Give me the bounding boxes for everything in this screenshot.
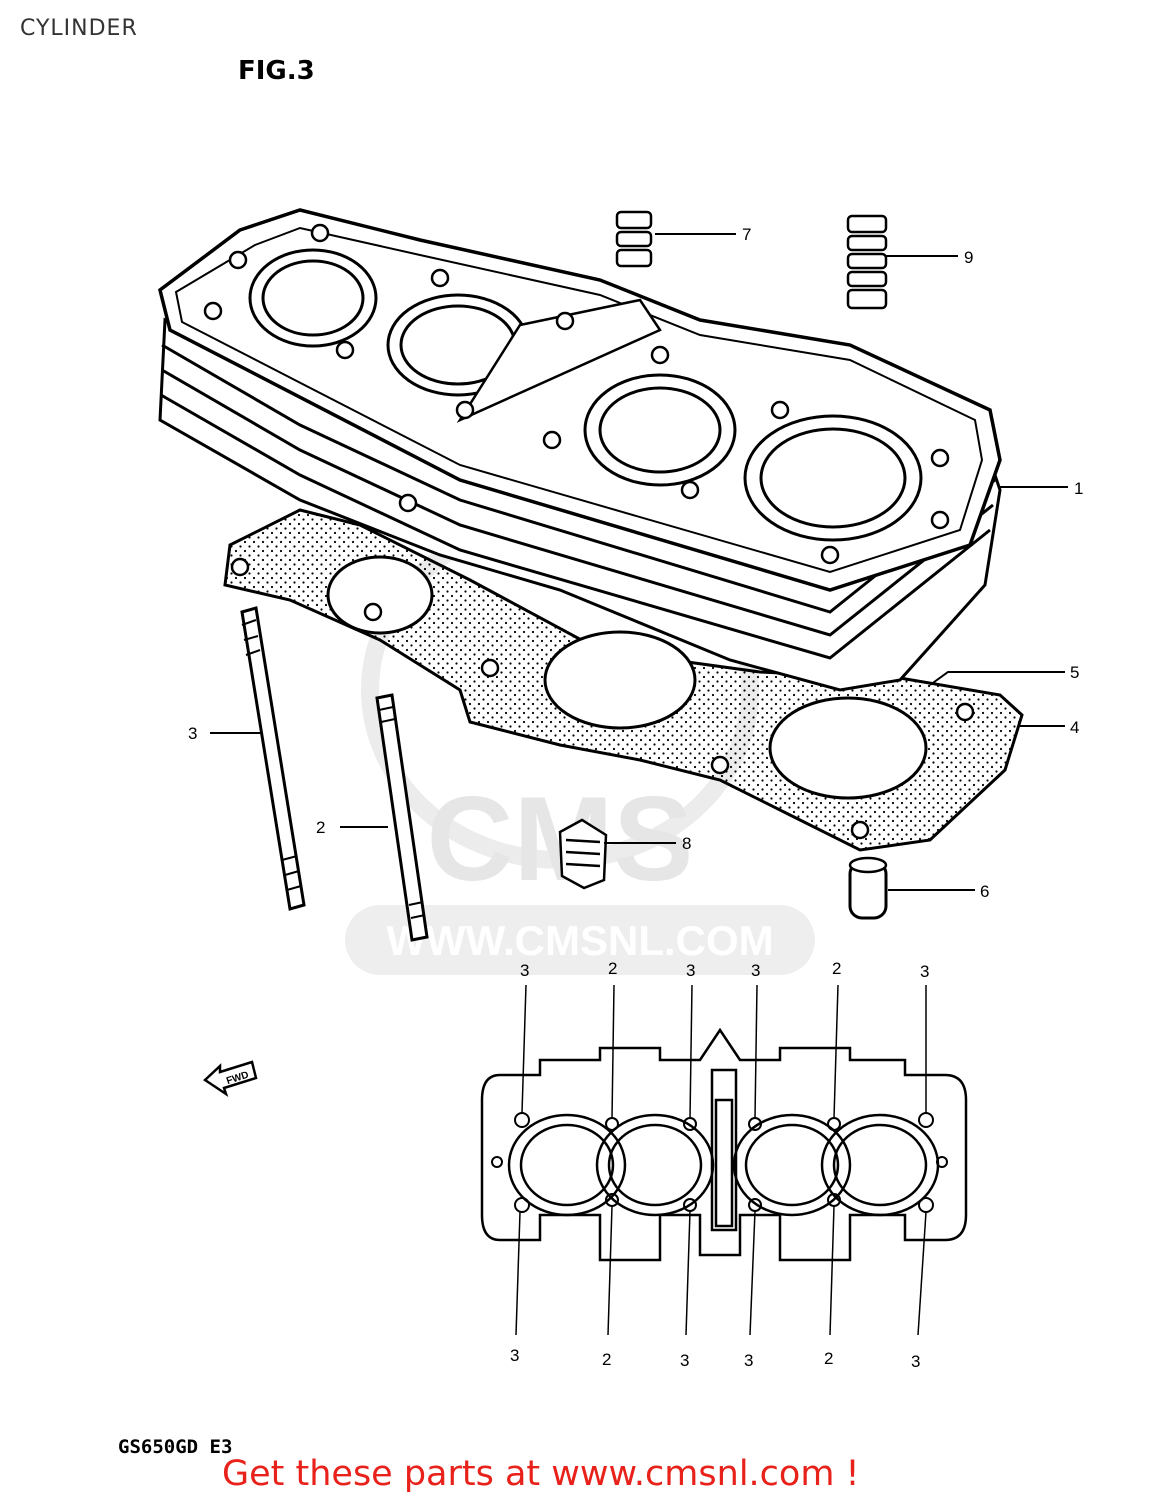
stud-bolt-short xyxy=(375,693,429,942)
callout-1: 1 xyxy=(1074,479,1083,498)
top-view-label-top-1: 3 xyxy=(520,961,529,980)
figure-label: FIG.3 xyxy=(238,56,315,86)
rubber-damper-7 xyxy=(615,210,653,268)
callout-9: 9 xyxy=(964,248,973,267)
cylinder-base-gasket xyxy=(223,508,1024,852)
top-view-label-top-4: 3 xyxy=(751,961,760,980)
callout-5: 5 xyxy=(1070,663,1079,682)
page-title: CYLINDER xyxy=(20,16,138,41)
callout-2: 2 xyxy=(316,818,325,837)
top-view-label-top-2: 2 xyxy=(608,959,617,978)
leader-lines xyxy=(210,233,1068,891)
forward-arrow-icon: FWD xyxy=(202,1060,258,1098)
rubber-damper-9 xyxy=(846,214,888,310)
top-view-label-bottom-2: 2 xyxy=(602,1350,611,1369)
cylinder-block xyxy=(158,208,1002,692)
callout-6: 6 xyxy=(980,882,989,901)
top-view-label-bottom-5: 2 xyxy=(824,1349,833,1368)
callout-7: 7 xyxy=(742,225,751,244)
watermark-url: WWW.CMSNL.COM xyxy=(386,917,773,964)
rubber-damper-8 xyxy=(558,818,608,890)
top-view-label-top-6: 3 xyxy=(920,962,929,981)
top-view-label-bottom-1: 3 xyxy=(510,1346,519,1365)
stud-bolt-long xyxy=(240,606,306,911)
top-view-label-bottom-3: 3 xyxy=(680,1351,689,1370)
callout-8: 8 xyxy=(682,834,691,853)
parts-link-cta[interactable]: Get these parts at www.cmsnl.com ! xyxy=(222,1454,860,1494)
dowel-pin xyxy=(848,856,888,920)
watermark: CMS WWW.CMSNL.COM xyxy=(345,511,815,975)
callout-3: 3 xyxy=(188,724,197,743)
top-view-label-top-3: 3 xyxy=(686,961,695,980)
top-view-label-bottom-4: 3 xyxy=(744,1351,753,1370)
cylinder-top-view xyxy=(480,984,968,1336)
model-code: GS650GD E3 xyxy=(118,1436,233,1458)
callout-4: 4 xyxy=(1070,718,1079,737)
top-view-label-top-5: 2 xyxy=(832,959,841,978)
top-view-label-bottom-6: 3 xyxy=(911,1352,920,1371)
